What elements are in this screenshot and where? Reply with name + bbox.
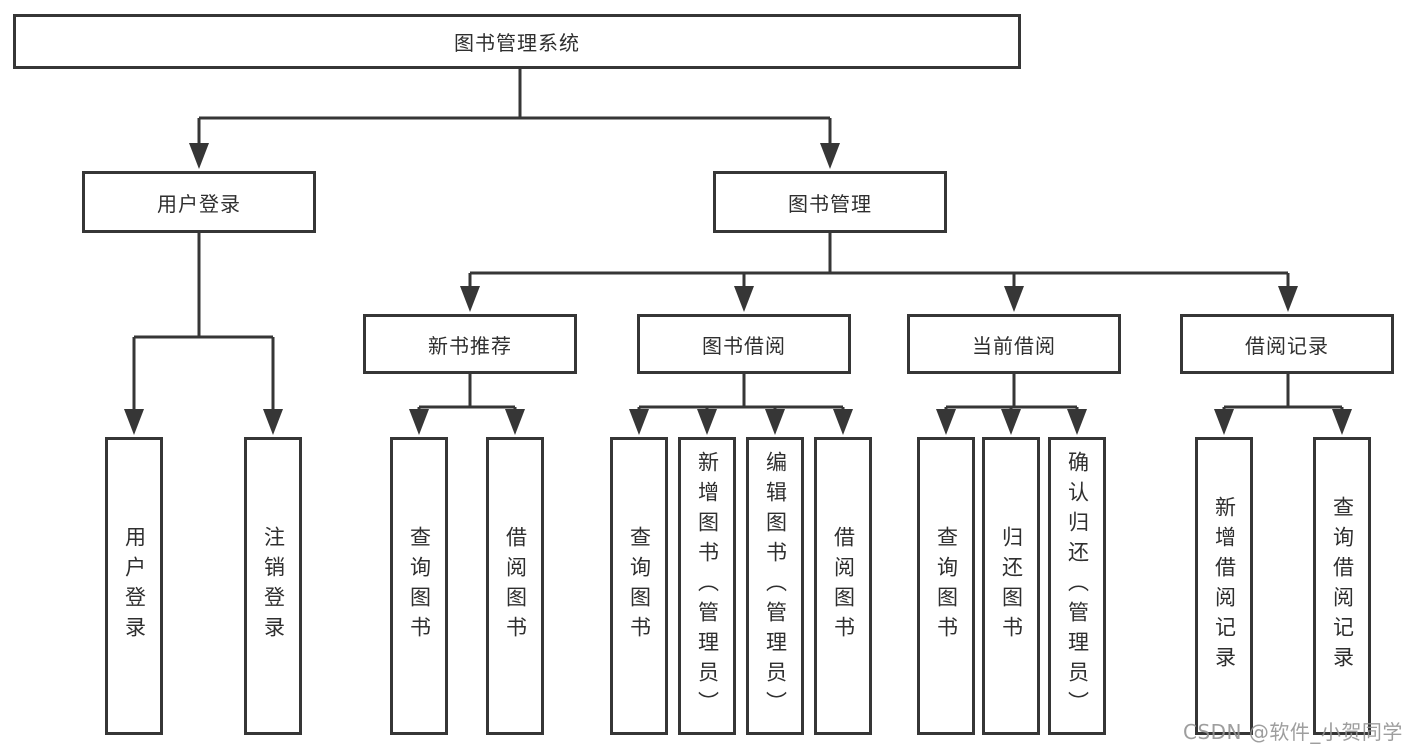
node-root-system: 图书管理系统 <box>13 14 1021 69</box>
leaf-user-login-label: 用户登录 <box>122 526 147 646</box>
leaf-user-login: 用户登录 <box>105 437 163 735</box>
leaf-confirm-return-admin-label: 确认归还（管理员） <box>1065 451 1090 721</box>
leaf-edit-book-admin-label: 编辑图书（管理员） <box>763 451 788 721</box>
node-current-borrow-label: 当前借阅 <box>972 333 1056 358</box>
leaf-edit-book-admin: 编辑图书（管理员） <box>746 437 804 735</box>
node-new-book-recommend-label: 新书推荐 <box>428 333 512 358</box>
node-root-label: 图书管理系统 <box>454 31 580 55</box>
node-borrow-records-label: 借阅记录 <box>1245 333 1329 358</box>
node-current-borrow: 当前借阅 <box>907 314 1121 374</box>
leaf-confirm-return-admin: 确认归还（管理员） <box>1048 437 1106 735</box>
connector-newbooks-to-children <box>409 372 525 435</box>
leaf-borrow-books: 借阅图书 <box>814 437 872 735</box>
leaf-logout: 注销登录 <box>244 437 302 735</box>
leaf-borrow-books-label: 借阅图书 <box>831 526 856 646</box>
connector-currentborrow-to-children <box>936 372 1087 435</box>
connector-bookmgmt-to-level3 <box>460 232 1298 312</box>
leaf-query-borrow-record-label: 查询借阅记录 <box>1330 496 1355 676</box>
connector-userlogin-to-children <box>124 232 283 435</box>
leaf-borrow-books-recommend-label: 借阅图书 <box>503 526 528 646</box>
connector-records-to-children <box>1214 372 1352 435</box>
node-user-login-label: 用户登录 <box>157 191 241 216</box>
connector-bookborrow-to-children <box>629 372 853 435</box>
csdn-watermark: CSDN @软件_小贺同学 <box>1183 720 1403 744</box>
leaf-add-borrow-record-label: 新增借阅记录 <box>1212 496 1237 676</box>
leaf-query-books-current-label: 查询图书 <box>934 526 959 646</box>
node-new-book-recommend: 新书推荐 <box>363 314 577 374</box>
leaf-query-books-borrow: 查询图书 <box>610 437 668 735</box>
node-borrow-records: 借阅记录 <box>1180 314 1394 374</box>
leaf-query-books-borrow-label: 查询图书 <box>627 526 652 646</box>
node-book-borrow: 图书借阅 <box>637 314 851 374</box>
leaf-query-borrow-record: 查询借阅记录 <box>1313 437 1371 735</box>
leaf-add-borrow-record: 新增借阅记录 <box>1195 437 1253 735</box>
node-book-management: 图书管理 <box>713 171 947 233</box>
node-book-management-label: 图书管理 <box>788 191 872 216</box>
leaf-borrow-books-recommend: 借阅图书 <box>486 437 544 735</box>
node-book-borrow-label: 图书借阅 <box>702 333 786 358</box>
leaf-logout-label: 注销登录 <box>261 526 286 646</box>
leaf-return-book: 归还图书 <box>982 437 1040 735</box>
leaf-add-book-admin: 新增图书（管理员） <box>678 437 736 735</box>
leaf-query-books-recommend-label: 查询图书 <box>407 526 432 646</box>
leaf-query-books-recommend: 查询图书 <box>390 437 448 735</box>
leaf-query-books-current: 查询图书 <box>917 437 975 735</box>
leaf-add-book-admin-label: 新增图书（管理员） <box>695 451 720 721</box>
leaf-return-book-label: 归还图书 <box>999 526 1024 646</box>
connector-root-to-level2 <box>189 66 840 169</box>
node-user-login: 用户登录 <box>82 171 316 233</box>
